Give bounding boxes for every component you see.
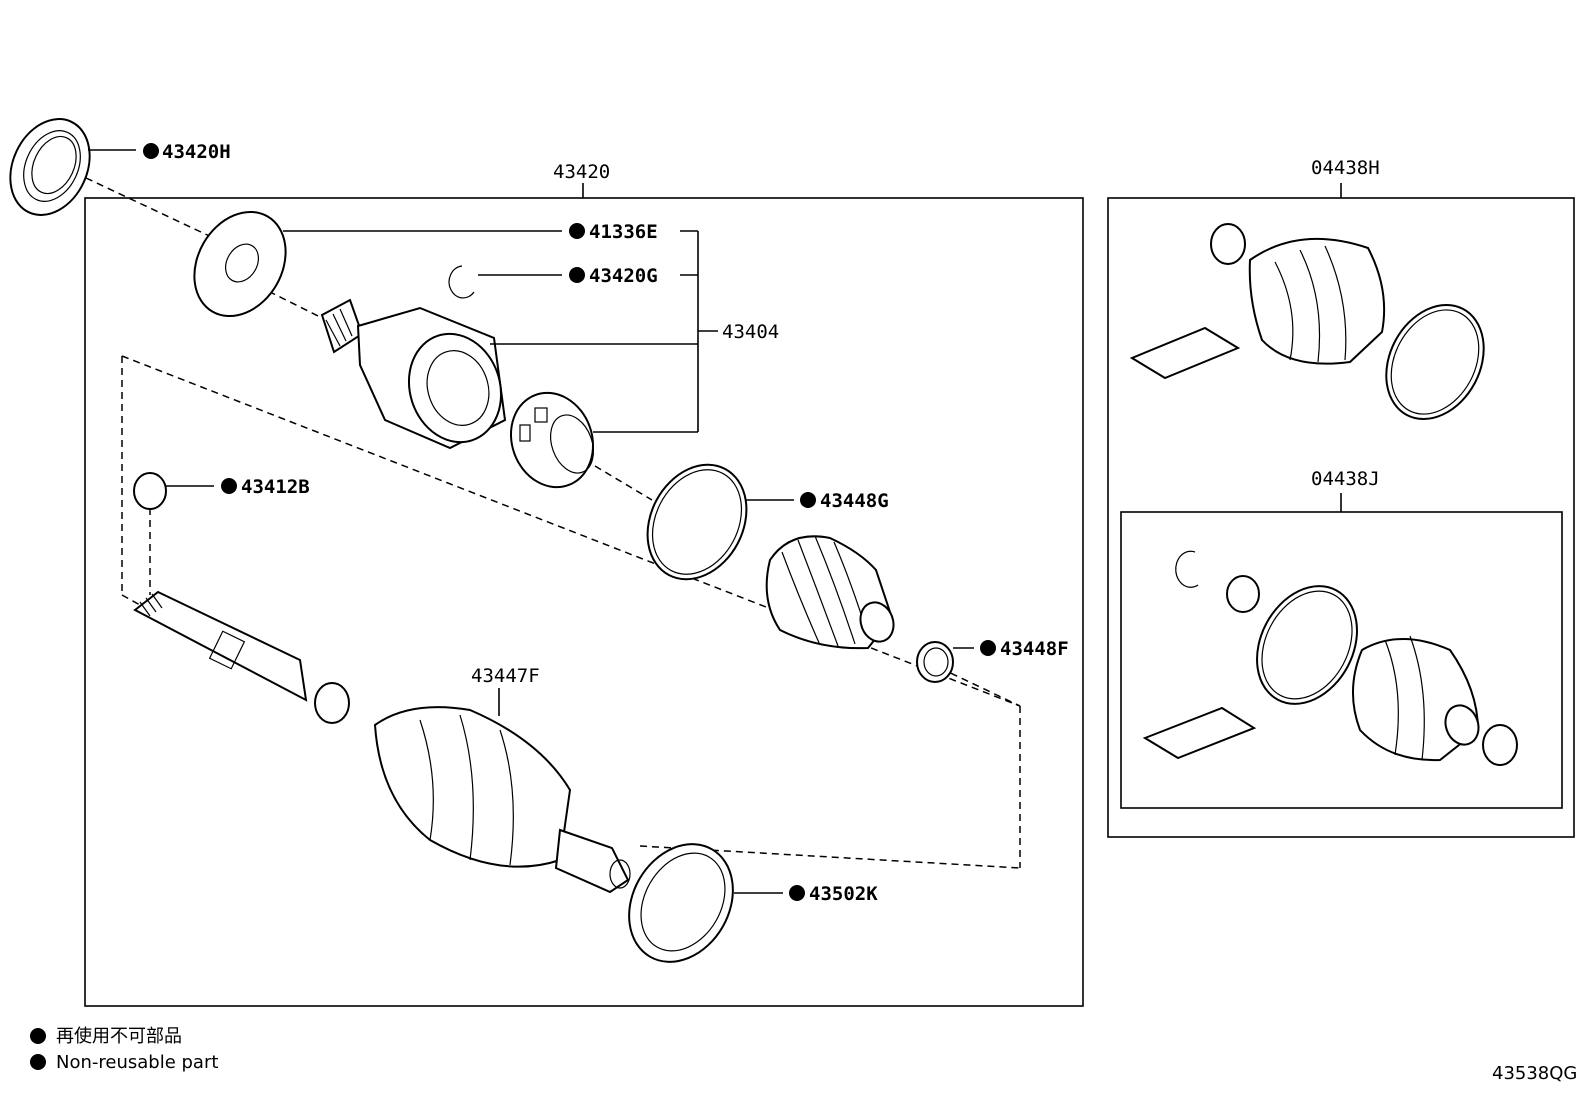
non-reusable-bullet	[789, 885, 805, 901]
snap-ring-43420g	[448, 265, 475, 299]
snap-ring-43412b	[133, 472, 167, 510]
tripod-joint	[509, 391, 595, 489]
label-04438h[interactable]: 04438H	[1311, 157, 1380, 179]
label-04438j[interactable]: 04438J	[1311, 468, 1380, 490]
legend-bullet-en	[30, 1054, 46, 1070]
legend-bullet-jp	[30, 1028, 46, 1044]
boot-outboard	[765, 535, 895, 650]
label-43412b[interactable]: 43412B	[241, 476, 310, 498]
label-43420g[interactable]: 43420G	[589, 265, 658, 287]
boot-band-43448g	[646, 463, 748, 581]
kit-h-parts	[1129, 223, 1485, 421]
oil-seal-43420h	[9, 118, 91, 216]
label-43447f[interactable]: 43447F	[471, 665, 540, 687]
washer-41336e	[193, 210, 287, 318]
label-43420[interactable]: 43420	[553, 161, 610, 183]
drive-shaft	[133, 590, 308, 702]
non-reusable-bullet	[569, 267, 585, 283]
kit-j-parts	[1142, 550, 1518, 766]
outboard-joint-43447f	[373, 706, 631, 894]
non-reusable-bullet	[569, 223, 585, 239]
label-43448g[interactable]: 43448G	[820, 490, 889, 512]
legend-text-jp: 再使用不可部品	[56, 1026, 182, 1047]
non-reusable-bullet	[221, 478, 237, 494]
boot-band-43448f	[916, 641, 954, 683]
label-43502k[interactable]: 43502K	[809, 883, 878, 905]
label-43448f[interactable]: 43448F	[1000, 638, 1069, 660]
joint-housing	[320, 298, 507, 450]
dust-seal-43502k	[628, 843, 734, 963]
non-reusable-bullet	[800, 492, 816, 508]
boot-band-small-left	[314, 682, 350, 724]
figure-id: 43538QG	[1492, 1063, 1577, 1084]
non-reusable-bullet	[143, 143, 159, 159]
label-43420h[interactable]: 43420H	[162, 141, 231, 163]
non-reusable-bullet	[980, 640, 996, 656]
main-assembly-frame	[84, 197, 1084, 1007]
legend-text-en: Non-reusable part	[56, 1052, 218, 1073]
label-43404[interactable]: 43404	[722, 321, 779, 343]
label-41336e[interactable]: 41336E	[589, 221, 658, 243]
